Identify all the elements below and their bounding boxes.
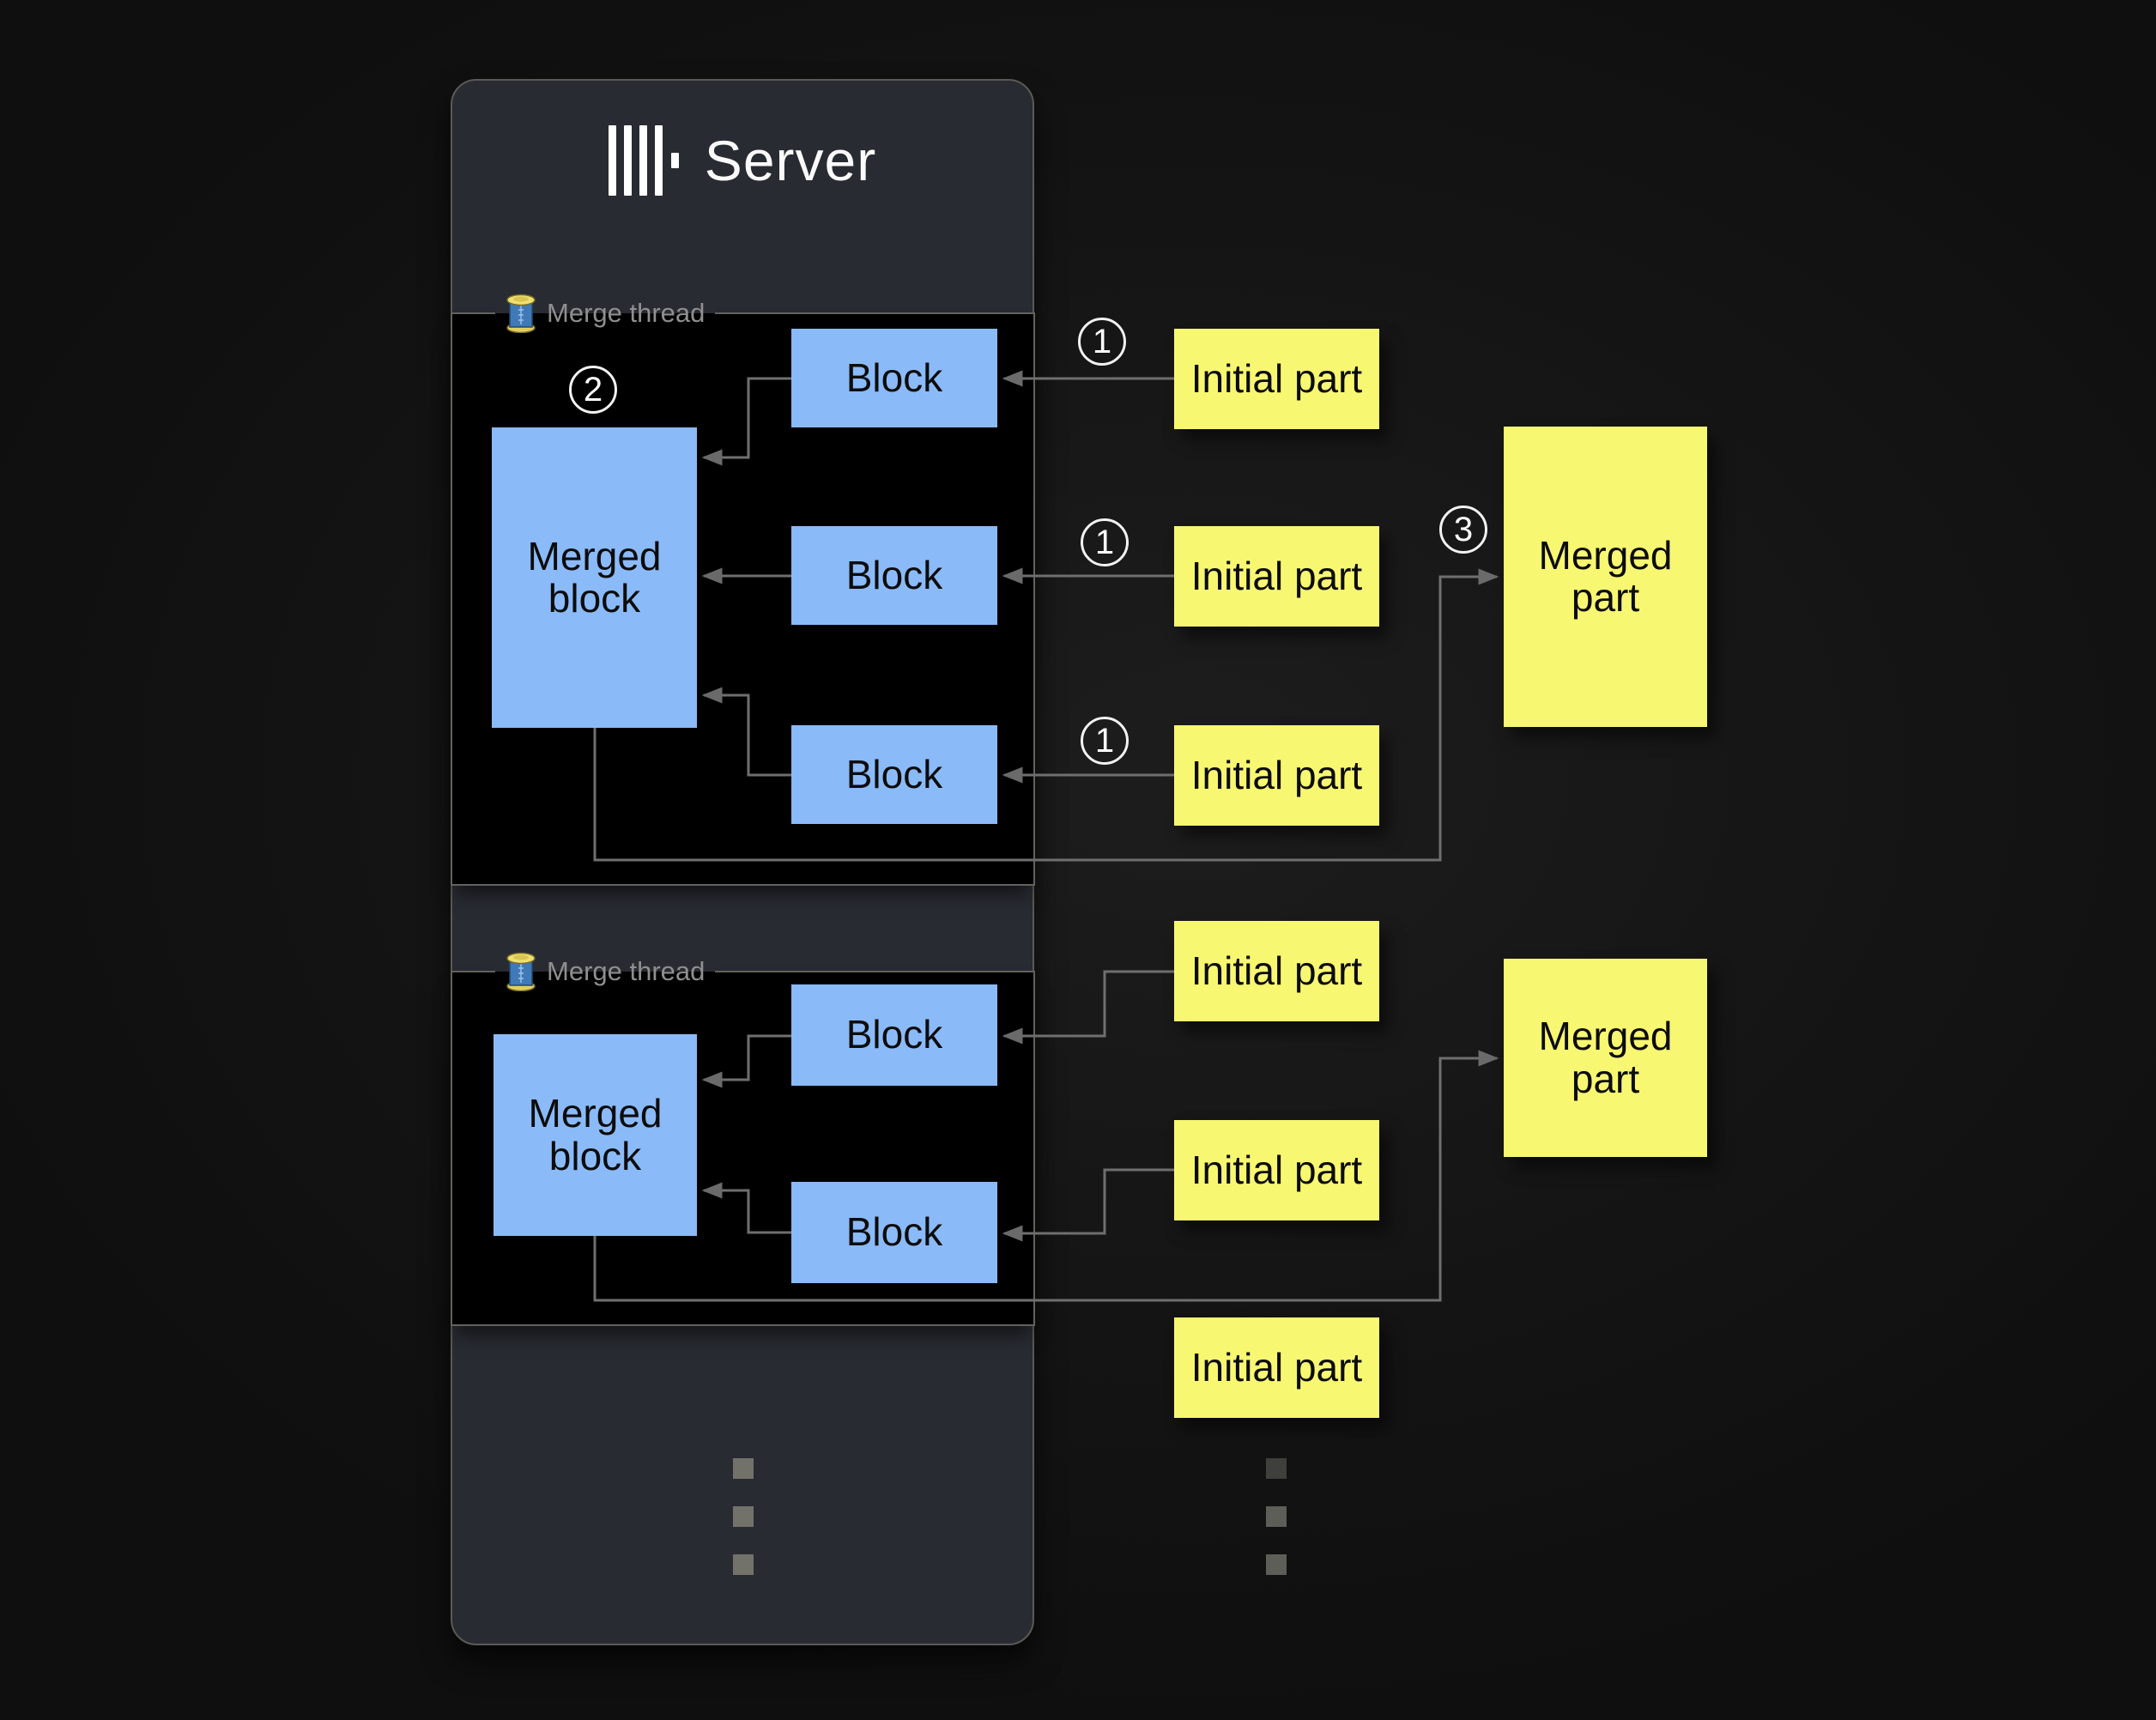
- merged-block: Merged block: [492, 427, 697, 728]
- step-1-badge: 1: [1078, 318, 1126, 366]
- step-2-badge: 2: [569, 366, 617, 414]
- step-3-badge: 3: [1439, 506, 1487, 554]
- merge-thread-label: Merge thread: [547, 298, 706, 328]
- block: Block: [791, 725, 997, 824]
- initial-part: Initial part: [1174, 1317, 1379, 1418]
- block: Block: [791, 526, 997, 625]
- step-1-badge: 1: [1081, 717, 1129, 765]
- initial-part: Initial part: [1174, 725, 1379, 826]
- merged-block: Merged block: [494, 1034, 697, 1236]
- merged-part: Merged part: [1504, 427, 1707, 727]
- merge-thread-legend-1: Merge thread: [495, 292, 716, 335]
- merge-thread-label: Merge thread: [547, 956, 706, 986]
- block: Block: [791, 329, 997, 427]
- thread-spool-icon: [506, 952, 536, 991]
- step-1-badge: 1: [1081, 518, 1129, 566]
- initial-part: Initial part: [1174, 526, 1379, 627]
- server-title: Server: [704, 128, 877, 192]
- block: Block: [791, 1182, 997, 1283]
- server-header: Server: [452, 81, 1033, 239]
- thread-spool-icon: [506, 294, 536, 333]
- initial-part: Initial part: [1174, 1120, 1379, 1220]
- merge-thread-legend-2: Merge thread: [495, 950, 716, 993]
- merged-part: Merged part: [1504, 959, 1707, 1157]
- block: Block: [791, 984, 997, 1086]
- initial-part: Initial part: [1174, 921, 1379, 1021]
- clickhouse-logo-icon: [608, 124, 679, 196]
- initial-part: Initial part: [1174, 329, 1379, 429]
